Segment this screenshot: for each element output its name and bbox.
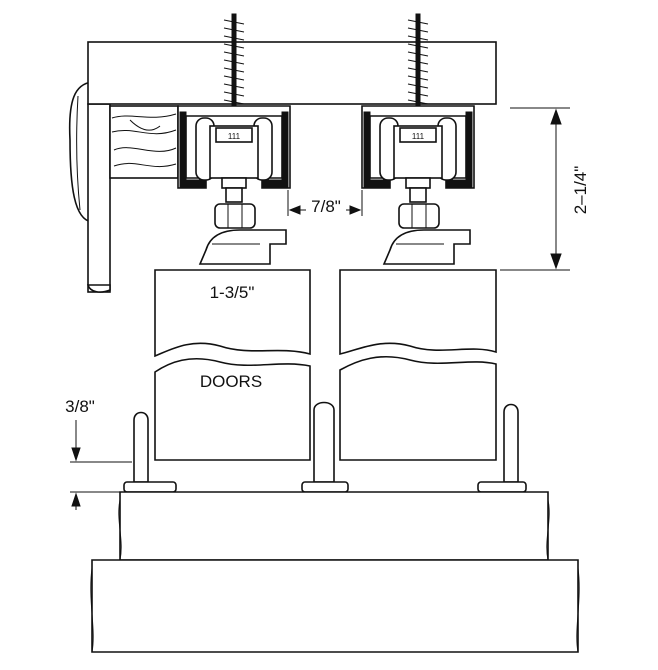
floor-guide-right — [477, 403, 527, 493]
hanger-wheel-left: 111 — [195, 117, 273, 203]
floor-guide-left — [123, 411, 177, 493]
mounting-screw-right — [407, 13, 429, 111]
dimension-door-spacing: 7/8" — [287, 190, 363, 216]
door-right — [339, 269, 497, 461]
hanger-marking-left: 111 — [228, 132, 241, 141]
track-left — [177, 105, 291, 189]
hanger-wheel-right: 111 — [379, 117, 457, 203]
adjustment-bolt-right — [382, 203, 471, 265]
header-board — [87, 41, 497, 105]
guide-height-label: 3/8" — [65, 397, 95, 416]
track-height-label: 2–1/4" — [571, 166, 590, 215]
hanger-marking-right: 111 — [412, 132, 425, 141]
track-right — [361, 105, 475, 189]
doors-label: DOORS — [200, 372, 262, 391]
door-left — [154, 269, 311, 461]
floor-threshold — [90, 491, 580, 653]
wall-section — [68, 81, 179, 293]
floor-guide-center — [301, 401, 349, 493]
door-spacing-label: 7/8" — [311, 197, 341, 216]
dimension-track-height: 2–1/4" — [500, 107, 590, 271]
dimension-guide-height: 3/8" — [65, 397, 132, 510]
door-thickness-label: 1-3/5" — [210, 283, 255, 302]
adjustment-bolt-left — [198, 203, 287, 265]
